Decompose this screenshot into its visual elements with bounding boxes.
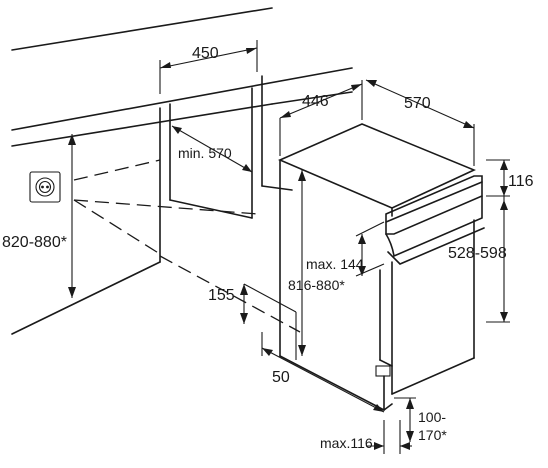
worktop [11,7,353,147]
dimension-min-depth: min. 570 [171,125,253,173]
label-min-depth: min. 570 [178,145,232,161]
label-max-foot: max.116 [320,435,373,451]
label-door-height: 528-598 [448,245,507,262]
label-max-gap: max. 144 [306,256,364,272]
dimension-max-foot: max.116 [320,420,412,454]
dimension-plinth-depth: 50 [261,332,385,413]
left-cabinet [11,75,301,335]
dimension-max-gap: max. 144 [306,221,385,277]
label-foot-range-a: 100- [418,409,446,425]
label-plinth-depth: 50 [272,369,290,386]
dimension-panel-height: 116 [486,159,534,197]
label-niche-height: 820-880* [2,234,67,251]
dimension-foot-range: 100- 170* [394,397,447,443]
dimension-plinth-height: 155 [208,283,297,360]
label-top-depth: 570 [404,95,431,112]
dimension-top-depth: 570 [365,79,475,166]
dimension-appliance-height: 816-880* [288,170,345,356]
dimension-side-depth: 446 [279,80,363,156]
label-appliance-height: 816-880* [288,277,345,293]
dishwasher-body [277,123,485,411]
label-side-depth: 446 [302,93,329,110]
label-cabinet-width: 450 [192,45,219,62]
dimension-niche-height: 820-880* [2,134,76,298]
label-panel-height: 116 [508,173,534,190]
dimension-cabinet-width: 450 [159,40,258,94]
wall-socket-icon [29,171,61,203]
dimension-door-height: 528-598 [448,196,510,323]
label-plinth-height: 155 [208,287,235,304]
label-foot-range-b: 170* [418,427,447,443]
